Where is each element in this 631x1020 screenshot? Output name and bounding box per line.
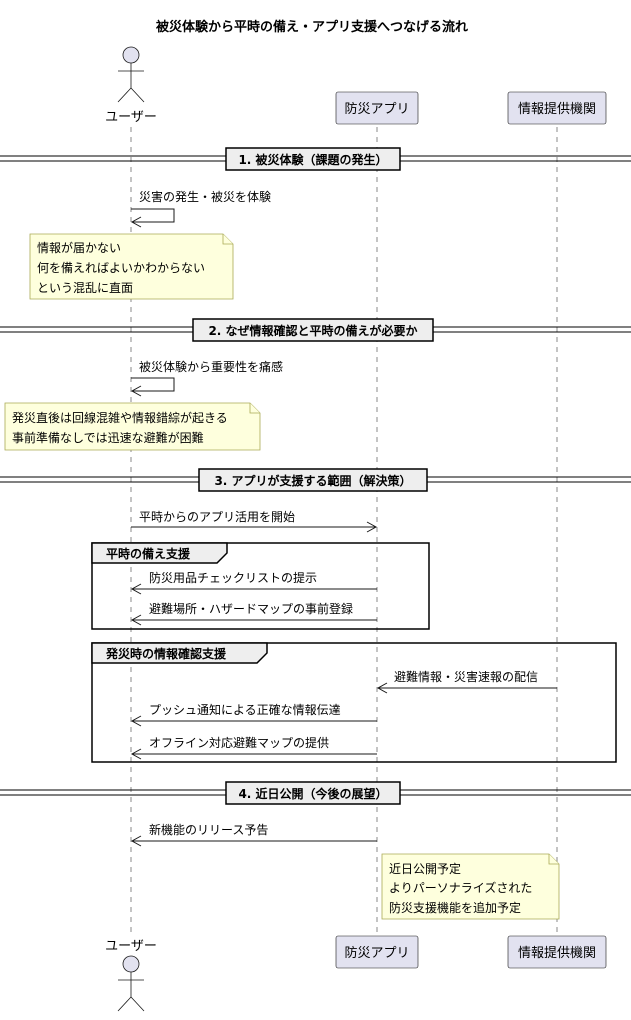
divider-2: 2. なぜ情報確認と平時の備えが必要か (0, 318, 631, 342)
provider-label-bottom: 情報提供機関 (518, 945, 596, 961)
divider-3: 3. アプリが支援する範囲（解決策） (0, 468, 631, 492)
user-actor-bottom: ユーザー (105, 939, 157, 1012)
group-disaster-info: 発災時の情報確認支援 (91, 642, 617, 763)
divider-1-label: 1. 被災体験（課題の発生） (238, 152, 387, 167)
note-3-line-1: 近日公開予定 (389, 861, 461, 876)
message-label: プッシュ通知による正確な情報伝達 (149, 702, 341, 717)
provider-participant-bottom: 情報提供機関 (507, 935, 607, 969)
message-5: 避難場所・ハザードマップの事前登録 (130, 601, 377, 626)
note-3-line-2: よりパーソナライズされた (389, 880, 532, 895)
group-2-label: 発災時の情報確認支援 (105, 646, 227, 661)
app-label-top: 防災アプリ (344, 101, 409, 117)
group-1-label: 平時の備え支援 (106, 546, 191, 561)
note-2-line-2: 事前準備なしでは迅速な避難が困難 (12, 430, 204, 445)
message-label: 防災用品チェックリストの提示 (149, 570, 317, 585)
divider-1: 1. 被災体験（課題の発生） (0, 147, 631, 171)
note-3: 近日公開予定 よりパーソナライズされた 防災支援機能を追加予定 (381, 853, 560, 920)
message-8: オフライン対応避難マップの提供 (130, 735, 377, 760)
note-1-line-1: 情報が届かない (37, 240, 121, 255)
message-4: 防災用品チェックリストの提示 (130, 570, 377, 595)
actor-icon (122, 46, 140, 64)
note-2-line-1: 発災直後は回線混雑や情報錯綜が起きる (12, 410, 228, 425)
message-label: 避難場所・ハザードマップの事前登録 (149, 601, 353, 616)
message-9: 新機能のリリース予告 (130, 822, 377, 847)
message-label: 災害の発生・被災を体験 (139, 189, 271, 204)
message-label: 避難情報・災害速報の配信 (394, 669, 538, 684)
app-label-bottom: 防災アプリ (344, 945, 409, 961)
divider-4-label: 4. 近日公開（今後の展望） (238, 786, 387, 801)
diagram-title: 被災体験から平時の備え・アプリ支援へつなげる流れ (155, 19, 468, 35)
provider-label-top: 情報提供機関 (518, 101, 596, 117)
actor-icon (122, 955, 140, 973)
group-preparedness: 平時の備え支援 (91, 542, 430, 630)
message-6: 避難情報・災害速報の配信 (376, 669, 557, 694)
provider-participant-top: 情報提供機関 (507, 91, 607, 125)
note-1-line-2: 何を備えればよいかわからない (37, 260, 205, 275)
message-7: プッシュ通知による正確な情報伝達 (130, 702, 377, 727)
note-2: 発災直後は回線混雑や情報錯綜が起きる 事前準備なしでは迅速な避難が困難 (4, 402, 261, 451)
message-label: 被災体験から重要性を痛感 (139, 359, 283, 374)
message-self-2: 被災体験から重要性を痛感 (130, 359, 283, 397)
user-label-top: ユーザー (105, 110, 157, 125)
app-participant-bottom: 防災アプリ (335, 935, 419, 969)
note-1: 情報が届かない 何を備えればよいかわからない という混乱に直面 (29, 233, 234, 300)
message-label: 平時からのアプリ活用を開始 (139, 510, 295, 524)
note-1-line-3: という混乱に直面 (37, 281, 133, 295)
message-label: 新機能のリリース予告 (149, 822, 268, 837)
divider-2-label: 2. なぜ情報確認と平時の備えが必要か (208, 323, 417, 338)
user-actor-top: ユーザー (105, 46, 157, 125)
note-3-line-3: 防災支援機能を追加予定 (389, 900, 521, 915)
user-label-bottom: ユーザー (105, 939, 157, 954)
message-3: 平時からのアプリ活用を開始 (131, 510, 378, 533)
divider-3-label: 3. アプリが支援する範囲（解決策） (214, 473, 411, 488)
message-self-1: 災害の発生・被災を体験 (130, 189, 271, 228)
app-participant-top: 防災アプリ (335, 91, 419, 125)
message-label: オフライン対応避難マップの提供 (149, 735, 329, 750)
divider-4: 4. 近日公開（今後の展望） (0, 781, 631, 805)
